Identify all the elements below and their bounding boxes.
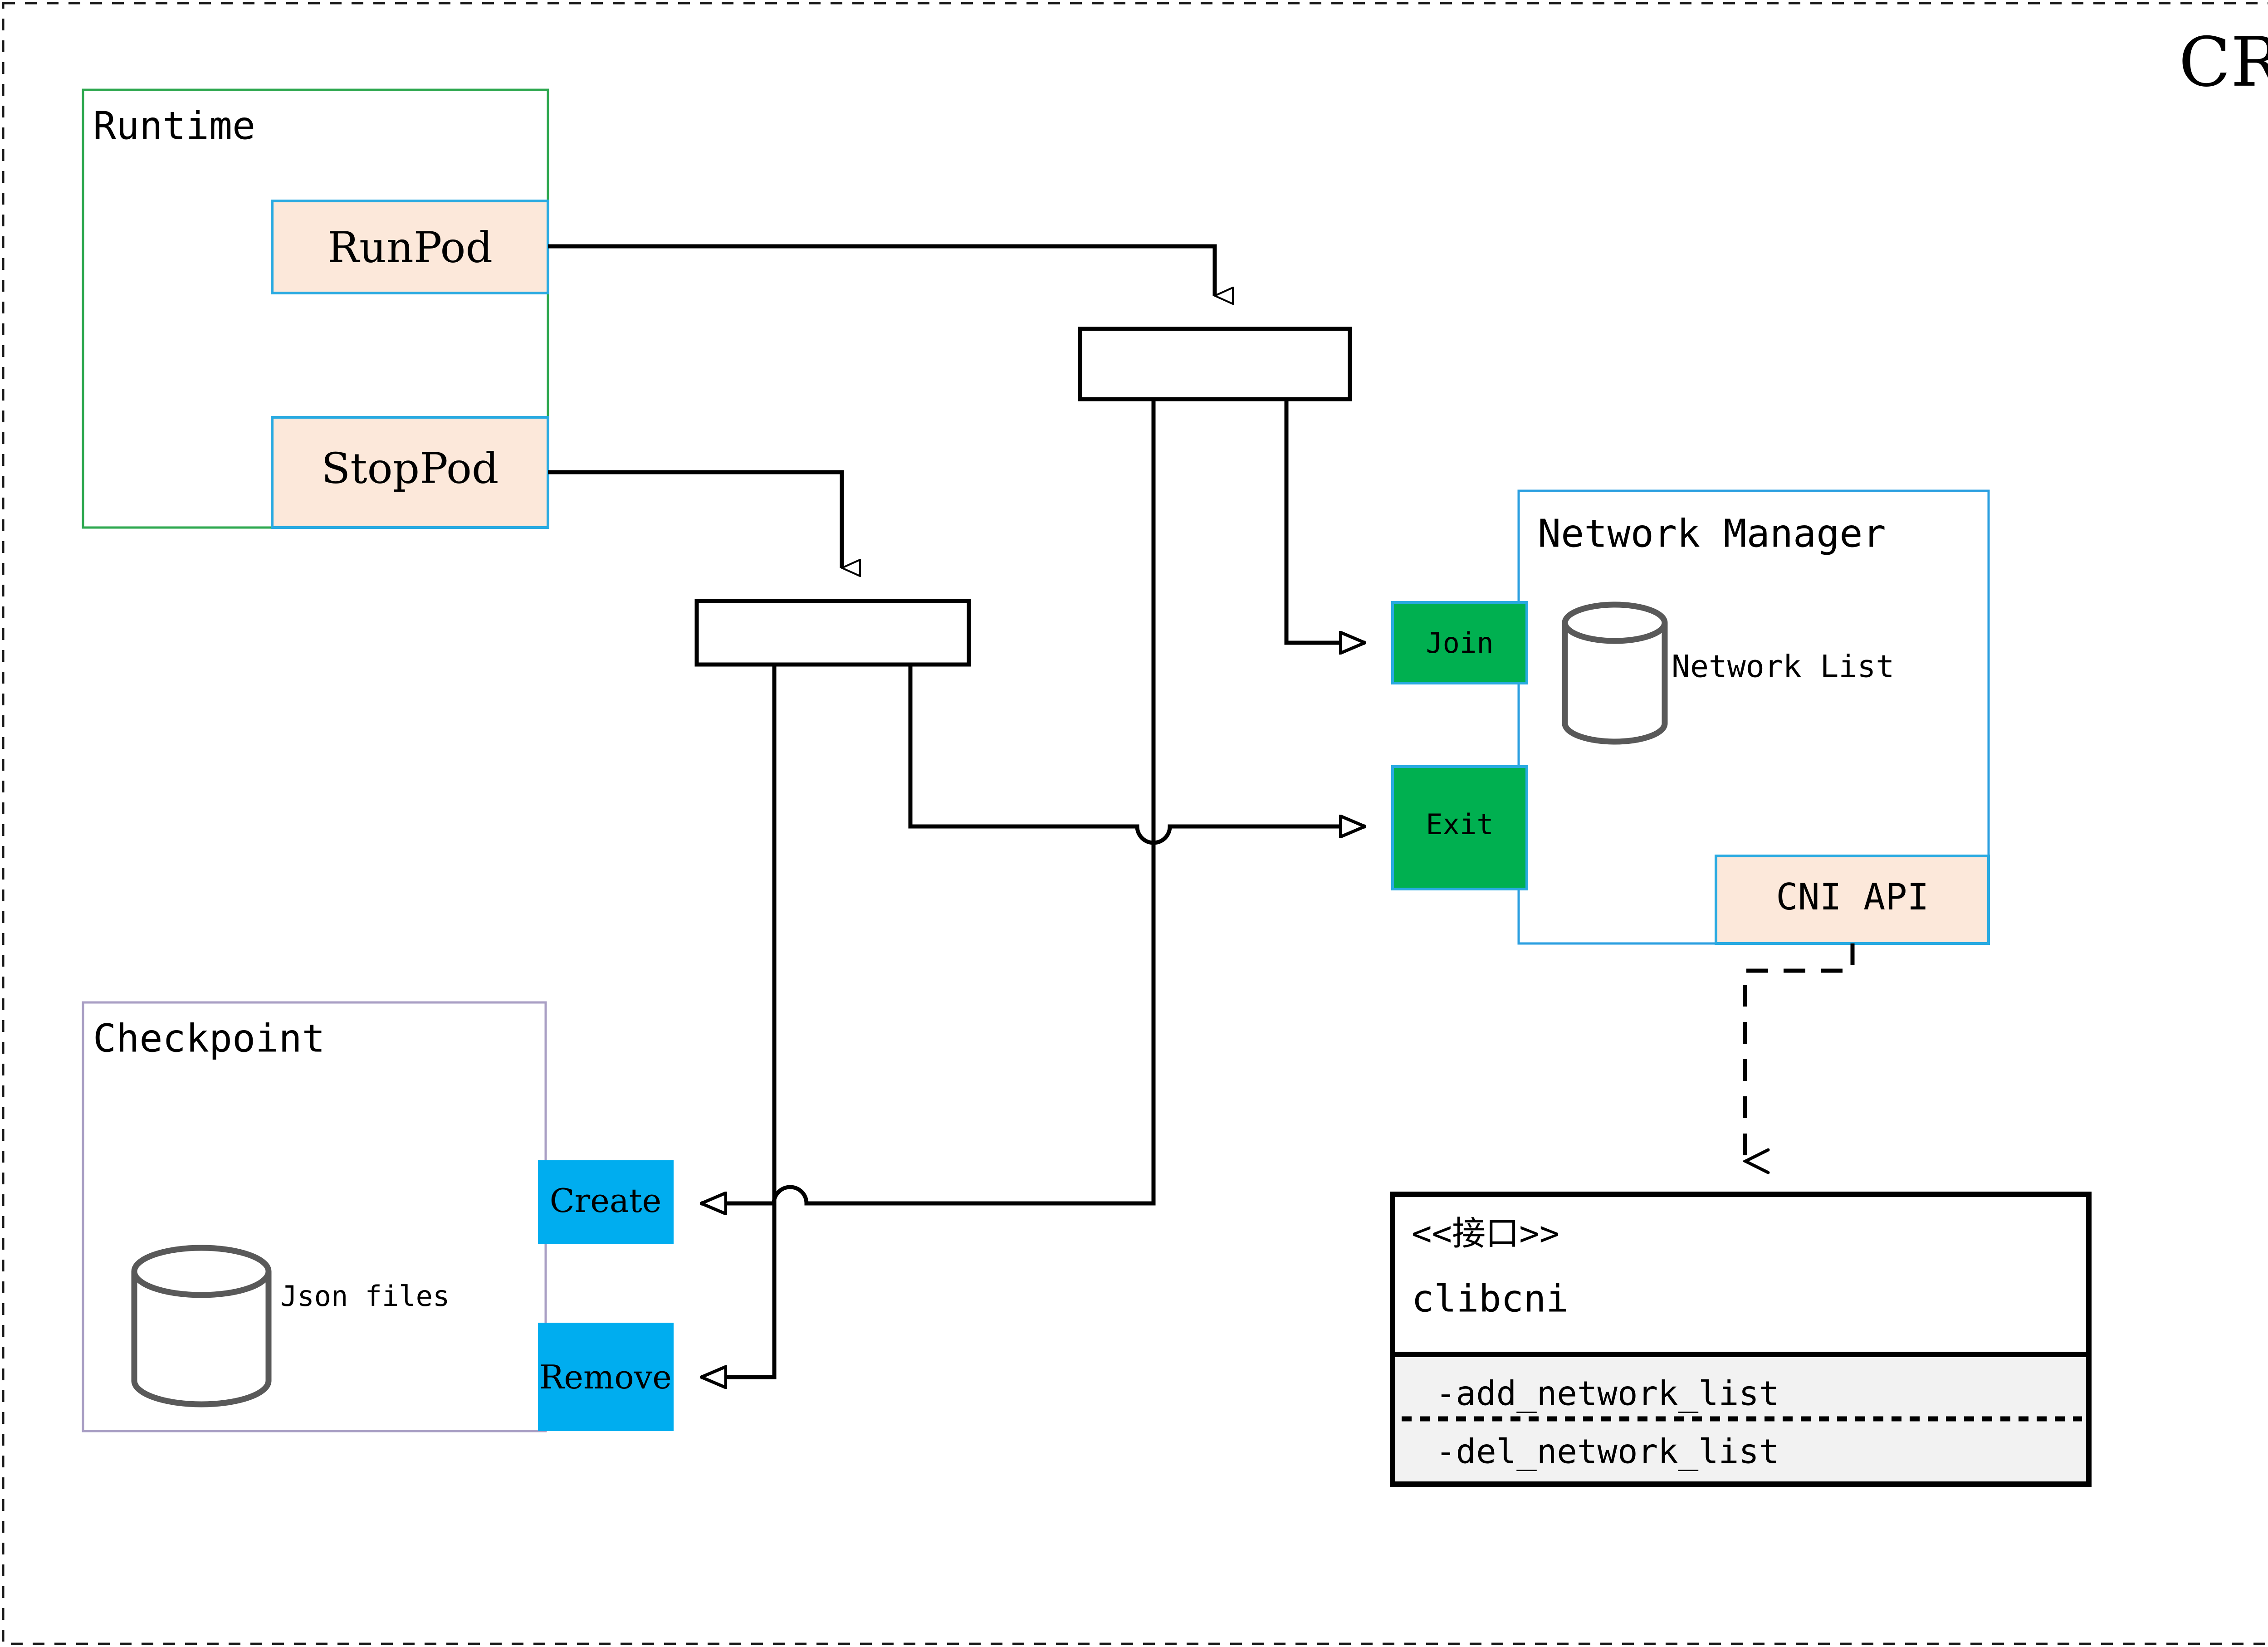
runtime-label: Runtime [93,103,255,148]
exit-label: Exit [1426,808,1493,841]
create-box[interactable] [538,1160,674,1244]
exit-box[interactable] [1391,765,1528,890]
connector-layer [548,244,1855,1377]
fork-bar-runpod [1078,327,1352,401]
remove-box[interactable] [538,1323,674,1431]
edge-fork1-to-create [701,399,1156,1203]
edge-runpod-to-fork [548,244,1215,296]
page-title: CRI [2179,23,2268,102]
edge-cni-api-to-clibcni [1743,943,1855,1161]
clibcni-operation-add: -add_network_list [1436,1374,1779,1413]
json-files-label: Json files [280,1280,450,1313]
join-label: Join [1426,626,1493,660]
edge-fork2-to-exit [908,665,1365,845]
clibcni-stereotype: <<接口>> [1412,1214,1559,1253]
checkpoint-box [82,1001,547,1432]
clibcni-operations-compartment [1390,1352,2092,1487]
remove-label: Remove [539,1358,672,1396]
stoppod-label: StopPod [322,444,499,493]
network-list-cylinder-icon [1562,601,1668,745]
fork-bar-stoppod [694,599,971,667]
runpod-label: RunPod [327,223,493,272]
edge-stoppod-to-fork [548,470,842,568]
cni-api-label: CNI API [1776,876,1929,918]
join-box[interactable] [1391,601,1528,684]
clibcni-name: clibcni [1412,1277,1569,1320]
edge-fork1-to-join [1284,399,1365,643]
clibcni-interface-box: <<接口>> clibcni -add_network_list -del_ne… [1390,1192,2092,1487]
runpod-box[interactable] [271,200,549,294]
checkpoint-label: Checkpoint [93,1016,325,1061]
network-manager-label: Network Manager [1538,511,1886,556]
json-files-cylinder-icon [131,1245,272,1408]
cni-api-box[interactable] [1715,855,1990,945]
clibcni-operation-del: -del_network_list [1436,1432,1779,1471]
create-label: Create [550,1182,662,1220]
edge-fork2-to-remove [701,665,777,1377]
network-list-label: Network List [1672,649,1894,685]
